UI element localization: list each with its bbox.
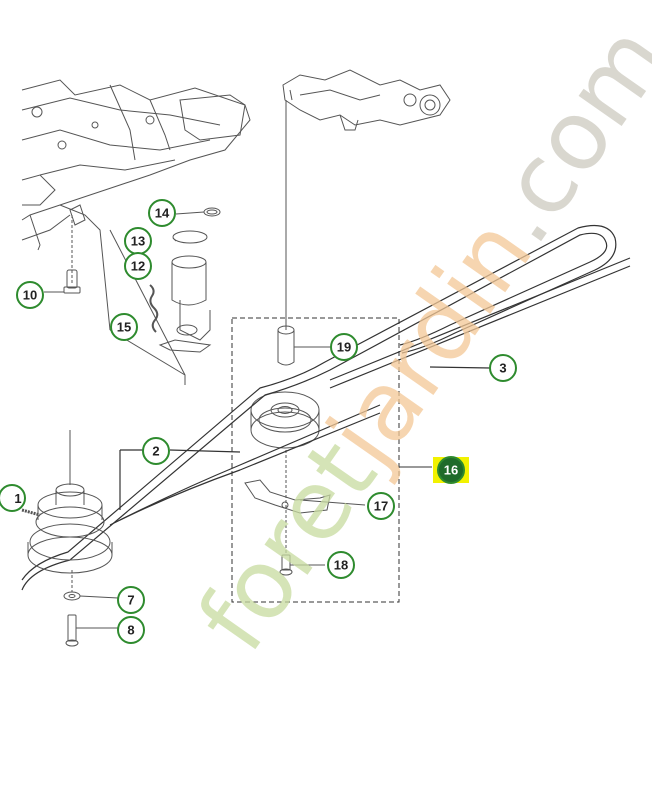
callout-label: 13	[131, 234, 145, 249]
callout-layer: 14 13 12 10 15 19 3 2 16 17 18 7 8	[16, 199, 517, 644]
callout-1-label: 1	[14, 491, 21, 506]
callout-circle	[117, 616, 145, 644]
watermark-text: foretjardin.com	[176, 6, 652, 671]
top-right-bracket	[282, 69, 451, 131]
callout-14: 14	[148, 199, 176, 227]
callout-label: 17	[374, 499, 388, 514]
callout-label: 8	[127, 623, 134, 638]
callout-circle	[437, 456, 465, 484]
callout-13: 13	[124, 227, 152, 255]
callout-label: 7	[127, 593, 134, 608]
callout-label: 12	[131, 259, 145, 274]
tensioner-assembly	[109, 207, 221, 385]
callout-10: 10	[16, 281, 44, 309]
callout-circle	[142, 437, 170, 465]
watermark: foretjardin.com	[176, 6, 652, 671]
bolt-8	[65, 614, 118, 647]
washer-7	[63, 570, 119, 601]
bolt-18	[279, 450, 325, 576]
callout-1-partial: 1	[0, 484, 26, 512]
drawing-layer	[21, 69, 631, 647]
callout-16: 16	[433, 456, 469, 484]
belt-guide-17	[244, 479, 366, 514]
callout-label: 15	[117, 320, 131, 335]
bolt-10	[44, 215, 81, 294]
callout-circle	[489, 354, 517, 382]
callout-circle	[110, 313, 138, 341]
callout-circle	[117, 586, 145, 614]
spacer-19	[277, 325, 330, 366]
callout-2: 2	[142, 437, 170, 465]
callout-17: 17	[367, 492, 395, 520]
callout-label: 10	[23, 288, 37, 303]
callout-circle	[367, 492, 395, 520]
callout-3: 3	[489, 354, 517, 382]
callout-label: 3	[499, 361, 506, 376]
belt-2	[109, 404, 381, 526]
callout-circle	[330, 333, 358, 361]
callout-7: 7	[117, 586, 145, 614]
callout-18: 18	[327, 551, 355, 579]
callout-circle	[124, 252, 152, 280]
engine-pulley	[21, 483, 113, 574]
callout-circle	[16, 281, 44, 309]
callout-circle	[327, 551, 355, 579]
callout-circle	[148, 199, 176, 227]
chassis-frame	[21, 79, 251, 331]
callout-label: 2	[152, 444, 159, 459]
callout-label: 19	[337, 340, 351, 355]
callout-8: 8	[117, 616, 145, 644]
callout-15: 15	[110, 313, 138, 341]
callout-12: 12	[124, 252, 152, 280]
idler-pulley	[250, 391, 320, 449]
kit-16-boundary	[231, 317, 400, 603]
callout-label: 18	[334, 558, 348, 573]
callout-label: 14	[155, 206, 170, 221]
callout-19: 19	[330, 333, 358, 361]
callout-label: 16	[444, 463, 458, 478]
